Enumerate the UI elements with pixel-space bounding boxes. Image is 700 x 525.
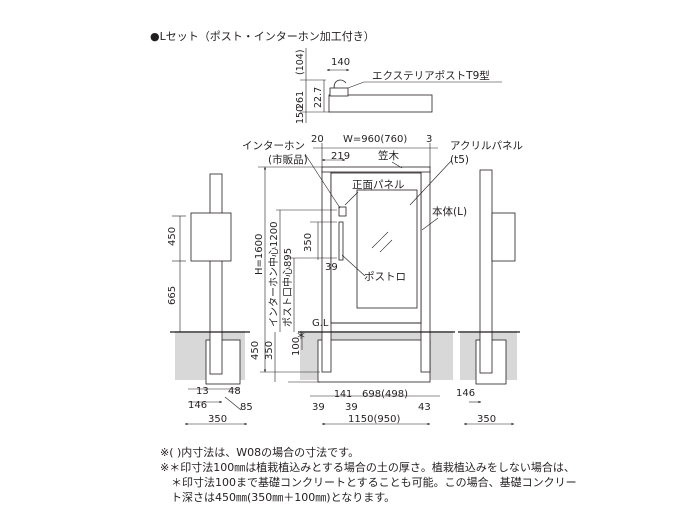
- dim-140: 140: [331, 57, 350, 68]
- dim-left-146: 146: [188, 400, 207, 411]
- dim-20: 20: [311, 134, 324, 145]
- dim-intercom-center: インターホン中心1200: [267, 222, 280, 327]
- label-acrylic: アクリルパネル: [450, 140, 523, 152]
- dim-150: 150: [295, 106, 306, 124]
- product-label: エクステリアポストT9型: [372, 69, 490, 82]
- right-side-view: 146 350: [456, 169, 520, 426]
- dim-43: 43: [418, 402, 431, 413]
- dim-39-mid: 39: [345, 402, 358, 413]
- dim-height: H=1600: [254, 234, 265, 275]
- note-line: ※( )内寸法は、W08の場合の寸法です。: [160, 446, 360, 459]
- dim-left-665: 665: [167, 286, 178, 305]
- dim-left-350: 350: [208, 414, 227, 425]
- notes: ※( )内寸法は、W08の場合の寸法です。 ※＊印寸法100㎜は植栽植込みとする…: [160, 445, 690, 505]
- dim-left-13: 13: [196, 386, 209, 397]
- front-view: G.L 20 W=960(760) 3 219 H=1600 インターホン中心1…: [250, 134, 455, 426]
- dim-left-85: 85: [240, 402, 253, 413]
- label-acrylic-sub: (t5): [450, 154, 469, 166]
- label-front-panel: 正面パネル: [352, 179, 405, 191]
- dim-450-base: 450: [250, 341, 261, 360]
- drawing-title: ●Lセット（ポスト・インターホン加工付き）: [150, 30, 375, 43]
- dim-141: 141: [334, 389, 352, 400]
- dim-1150: 1150(950): [348, 414, 400, 425]
- dim-350-slot: 350: [303, 233, 314, 252]
- dim-right-350: 350: [477, 414, 496, 425]
- front-foundation: [317, 339, 431, 383]
- note-line: ＊印寸法100まで基礎コンクリートとすることも可能。この場合、基礎コンクリー: [160, 476, 577, 489]
- label-intercom: インターホン: [242, 140, 305, 152]
- leader-labels: インターホン (市販品) 笠木 アクリルパネル (t5) 正面パネル 本体(L)…: [242, 140, 523, 283]
- dim-104: (104): [295, 49, 306, 75]
- dim-right-146: 146: [456, 388, 475, 399]
- dim-post-center: ポスト口中心895: [281, 248, 294, 327]
- left-side-view: 450 665 13 48 146 85 350: [167, 173, 253, 426]
- dim-261: 261: [295, 91, 306, 109]
- note-line: ト深さは450㎜(350㎜＋100㎜)となります。: [160, 491, 396, 504]
- dim-left-48: 48: [228, 386, 241, 397]
- dim-39-left: 39: [312, 402, 325, 413]
- front-panel: [330, 172, 422, 324]
- label-intercom-sub: (市販品): [268, 153, 308, 166]
- dim-698: 698(498): [362, 389, 408, 400]
- dim-100: 100: [291, 337, 302, 356]
- dim-350-base: 350: [264, 341, 275, 360]
- gl-label: G.L: [312, 318, 329, 329]
- dim-22-7: 22.7: [313, 87, 324, 108]
- dim-219: 219: [331, 151, 350, 162]
- dim-39-slot: 39: [325, 262, 338, 273]
- note-line: ※＊印寸法100㎜は植栽植込みとする場合の土の厚さ。植栽植込みをしない場合は、: [160, 461, 575, 474]
- post-t9-detail: エクステリアポストT9型 140 (104) 22.7 261 150: [295, 48, 502, 124]
- label-post-slot: ポストロ: [364, 271, 406, 283]
- asterisk-mark: ＊: [296, 331, 306, 342]
- label-kasagi: 笠木: [378, 149, 399, 162]
- dim-width: W=960(760): [343, 134, 407, 145]
- dim-left-450: 450: [167, 227, 178, 246]
- dim-3: 3: [426, 134, 432, 145]
- label-body: 本体(L): [432, 205, 467, 218]
